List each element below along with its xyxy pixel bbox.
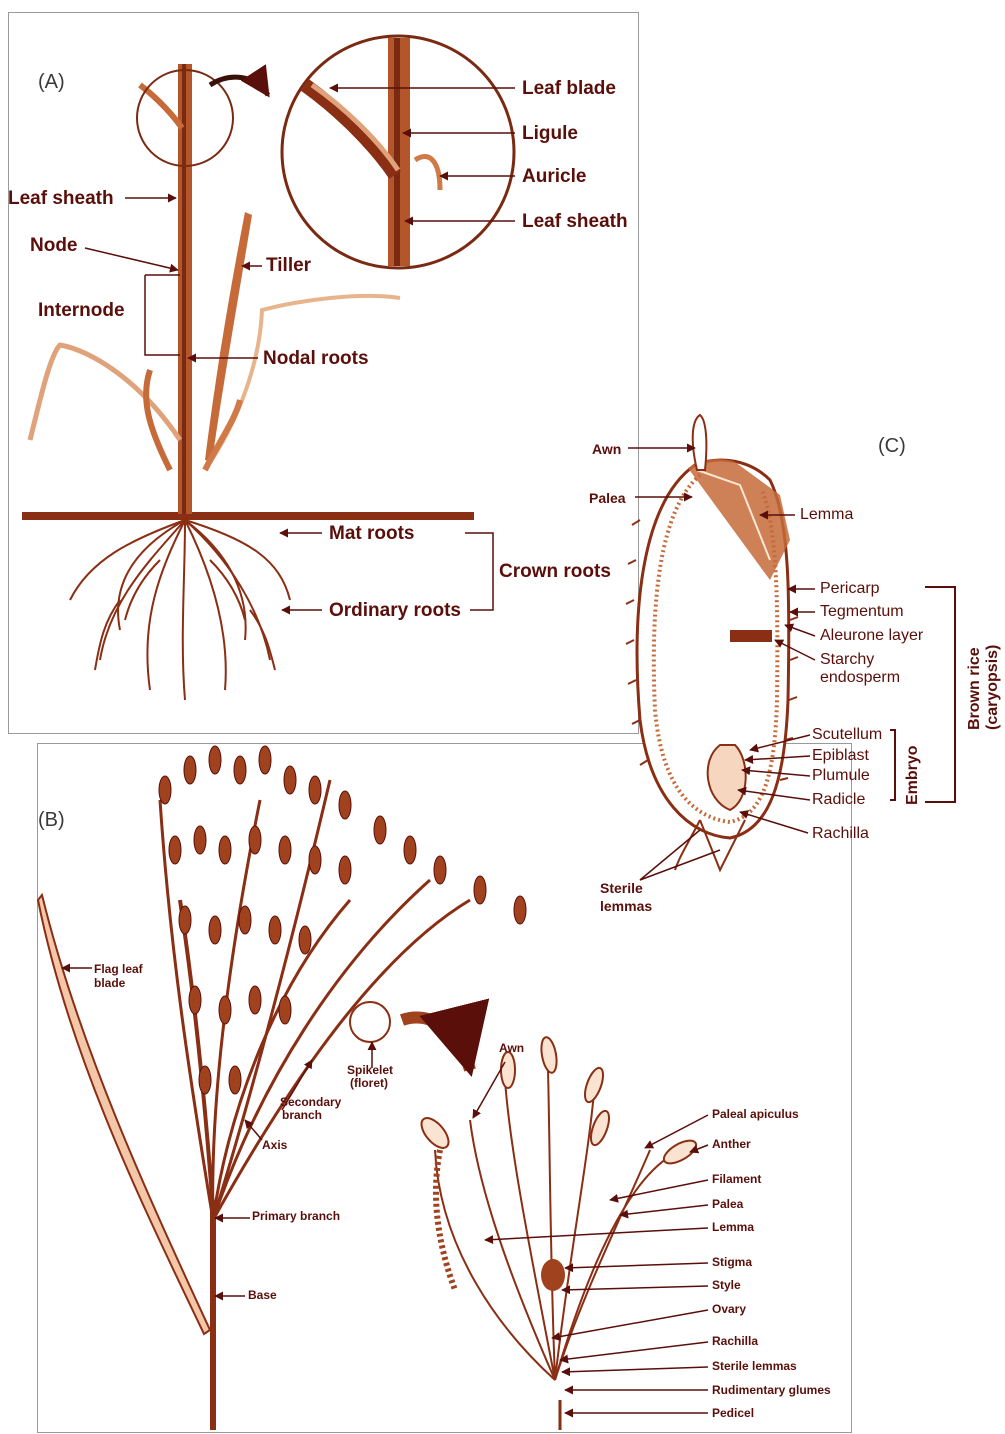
label-b-secondary-2: branch — [282, 1109, 322, 1121]
label-crown-roots: Crown roots — [499, 562, 611, 581]
panel-a-letter: (A) — [38, 72, 65, 92]
label-b-style: Style — [712, 1279, 741, 1291]
label-b-palea: Palea — [712, 1198, 743, 1210]
label-mat-roots: Mat roots — [329, 524, 415, 543]
label-b-filament: Filament — [712, 1173, 761, 1185]
label-b-ovary: Ovary — [712, 1303, 746, 1315]
label-c-brown-rice-2: (caryopsis) — [984, 645, 1002, 730]
grain-clusters — [159, 746, 526, 1094]
label-node: Node — [30, 236, 78, 255]
label-b-primary-branch: Primary branch — [252, 1210, 340, 1222]
label-c-lemma: Lemma — [800, 507, 853, 523]
label-b-sterile-lemmas: Sterile lemmas — [712, 1360, 797, 1372]
label-c-sterile-2: lemmas — [600, 899, 652, 913]
label-b-flag-leaf-1: Flag leaf — [94, 963, 143, 975]
label-b-flag-leaf-2: blade — [94, 977, 125, 989]
label-b-secondary-1: Secondary — [280, 1096, 341, 1108]
label-c-awn: Awn — [592, 442, 621, 456]
panel-c-letter: (C) — [878, 436, 906, 456]
label-tiller: Tiller — [266, 256, 311, 275]
starch-block — [730, 630, 772, 642]
label-c-palea: Palea — [589, 491, 626, 505]
label-c-scutellum: Scutellum — [812, 727, 882, 743]
label-b-rachilla: Rachilla — [712, 1335, 758, 1347]
label-c-starchy-2: endosperm — [820, 670, 900, 686]
label-c-pericarp: Pericarp — [820, 581, 880, 597]
label-c-brown-rice-1: Brown rice — [966, 647, 984, 730]
label-b-lemma: Lemma — [712, 1221, 754, 1233]
label-c-plumule: Plumule — [812, 768, 870, 784]
label-b-rudimentary-glumes: Rudimentary glumes — [712, 1384, 831, 1396]
label-leaf-sheath: Leaf sheath — [8, 189, 114, 208]
label-c-sterile-1: Sterile — [600, 881, 643, 895]
label-c-radicle: Radicle — [812, 792, 865, 808]
label-internode: Internode — [38, 301, 125, 320]
floret — [435, 1070, 672, 1430]
label-nodal-roots: Nodal roots — [263, 349, 369, 368]
label-b-anther: Anther — [712, 1138, 751, 1150]
label-b-spikelet-2: (floret) — [350, 1077, 388, 1089]
label-leaf-sheath-inset: Leaf sheath — [522, 212, 628, 231]
label-b-axis: Axis — [262, 1139, 287, 1151]
panel-b-letter: (B) — [38, 810, 65, 830]
root-system — [70, 520, 290, 700]
label-b-paleal-apiculus: Paleal apiculus — [712, 1108, 799, 1120]
label-b-pedicel: Pedicel — [712, 1407, 754, 1419]
label-c-tegmentum: Tegmentum — [820, 604, 904, 620]
label-c-rachilla: Rachilla — [812, 826, 869, 842]
label-c-epiblast: Epiblast — [812, 748, 869, 764]
label-c-starchy-1: Starchy — [820, 652, 874, 668]
label-c-aleurone: Aleurone layer — [820, 628, 923, 644]
label-b-spikelet-1: Spikelet — [347, 1064, 393, 1076]
label-b-base: Base — [248, 1289, 277, 1301]
soil-line — [22, 512, 474, 520]
label-auricle: Auricle — [522, 167, 586, 186]
label-ligule: Ligule — [522, 124, 578, 143]
label-b-stigma: Stigma — [712, 1256, 752, 1268]
label-c-embryo: Embryo — [904, 745, 922, 805]
label-leaf-blade: Leaf blade — [522, 79, 616, 98]
label-ordinary-roots: Ordinary roots — [329, 601, 461, 620]
label-b-awn: Awn — [499, 1042, 524, 1054]
